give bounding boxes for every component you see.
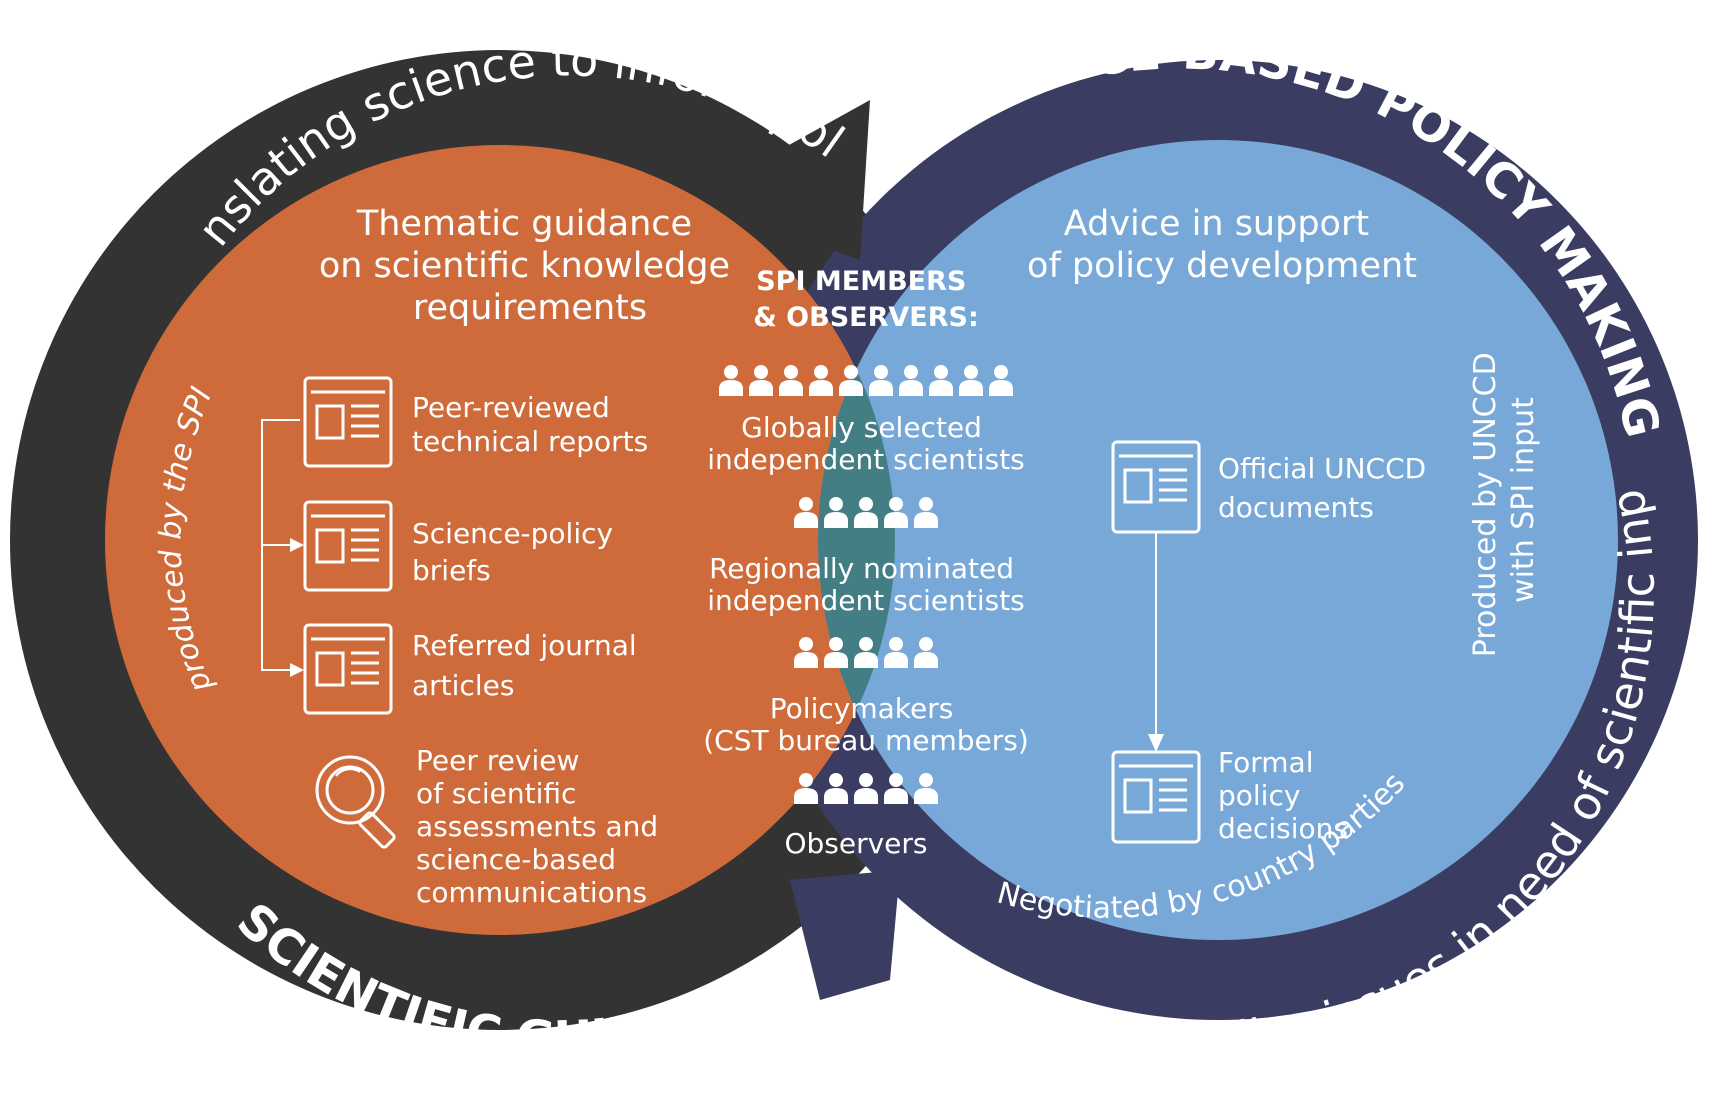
left-inner-circle — [105, 145, 895, 935]
person-icon — [809, 365, 833, 396]
person-icon — [884, 773, 908, 804]
document-icon — [1111, 750, 1201, 844]
center-group-line: Observers — [784, 827, 927, 860]
person-icon — [854, 773, 878, 804]
center-heading-line: & OBSERVERS: — [753, 302, 979, 333]
right-item-line: decisions — [1218, 812, 1348, 845]
left-item-label: Peer-reviewed technical reports — [412, 391, 648, 458]
document-icon — [1111, 440, 1201, 534]
person-icon — [884, 637, 908, 668]
center-group-line: Policymakers — [770, 692, 954, 725]
right-item-line: policy — [1218, 779, 1300, 812]
right-side-label: Produced by UNCCD with SPI input — [1468, 343, 1541, 657]
right-connector — [1148, 532, 1164, 752]
document-icon — [303, 623, 393, 715]
right-side-line: Produced by UNCCD — [1468, 352, 1503, 657]
left-item-line: Peer-reviewed — [412, 391, 610, 424]
center-group-line: Regionally nominated — [709, 552, 1014, 585]
center-group-line: independent scientists — [707, 443, 1025, 476]
person-icon — [914, 773, 938, 804]
center-group-label: Observers — [784, 827, 927, 860]
right-item-line: Official UNCCD — [1218, 452, 1426, 485]
person-icon — [779, 365, 803, 396]
right-inner-circle — [818, 140, 1618, 940]
person-icon — [989, 365, 1013, 396]
person-icon — [749, 365, 773, 396]
person-icon — [824, 497, 848, 528]
center-heading-line: SPI MEMBERS — [756, 266, 966, 297]
right-item-label: Official UNCCD documents — [1218, 452, 1435, 524]
document-icon — [303, 376, 393, 468]
right-heading-line: Advice in support — [1064, 204, 1369, 244]
left-item-label: Science-policy briefs — [412, 517, 622, 587]
left-item-line: of scientific — [416, 777, 576, 810]
person-icon — [929, 365, 953, 396]
person-icon — [914, 497, 938, 528]
center-group-label: Policymakers (CST bureau members) — [703, 692, 1029, 757]
person-icon — [824, 637, 848, 668]
document-icon — [303, 500, 393, 592]
right-item-label: Formal policy decisions — [1218, 746, 1348, 845]
person-icon — [869, 365, 893, 396]
magnifier-icon — [315, 755, 396, 849]
left-item-line: Referred journal — [412, 629, 637, 662]
center-group-line: Globally selected — [741, 411, 982, 444]
left-heading: Thematic guidance on scientific knowledg… — [319, 204, 741, 328]
left-item-line: Science-policy — [412, 517, 613, 550]
left-item-line: science-based — [416, 843, 616, 876]
person-icon — [914, 637, 938, 668]
people-rows — [719, 365, 1013, 804]
left-heading-line: requirements — [413, 288, 647, 328]
person-icon — [824, 773, 848, 804]
person-icon — [884, 497, 908, 528]
center-heading: SPI MEMBERS & OBSERVERS: — [753, 266, 979, 333]
person-icon — [839, 365, 863, 396]
left-item-label: Referred journal articles — [412, 629, 646, 702]
right-item-line: documents — [1218, 491, 1374, 524]
right-heading-line: of policy development — [1027, 246, 1417, 286]
center-group-line: (CST bureau members) — [703, 724, 1029, 757]
person-icon — [854, 497, 878, 528]
person-icon — [854, 637, 878, 668]
person-icon — [959, 365, 983, 396]
person-icon — [719, 365, 743, 396]
right-side-line: with SPI input — [1506, 397, 1541, 603]
person-icon — [794, 497, 818, 528]
person-icon — [794, 637, 818, 668]
left-item-line: communications — [416, 876, 647, 909]
person-icon — [899, 365, 923, 396]
left-item-line: articles — [412, 669, 514, 702]
left-item-line: technical reports — [412, 425, 648, 458]
left-heading-line: Thematic guidance — [356, 204, 692, 244]
ring-arrow-top — [780, 100, 870, 260]
left-heading-line: on scientific knowledge — [319, 246, 730, 286]
left-item-line: Peer review — [416, 744, 579, 777]
left-item-line: assessments and — [416, 810, 658, 843]
left-item-label: Peer review of scientific assessments an… — [416, 744, 667, 909]
center-group-label: Globally selected independent scientists — [707, 411, 1025, 476]
right-item-line: Formal — [1218, 746, 1313, 779]
center-group-label: Regionally nominated independent scienti… — [707, 552, 1025, 617]
person-icon — [794, 773, 818, 804]
ring-arrow-bottom — [790, 870, 900, 1000]
left-item-line: briefs — [412, 554, 491, 587]
center-group-line: independent scientists — [707, 584, 1025, 617]
left-connector-arrowheads — [290, 538, 304, 677]
right-heading: Advice in support of policy development — [1027, 204, 1417, 286]
